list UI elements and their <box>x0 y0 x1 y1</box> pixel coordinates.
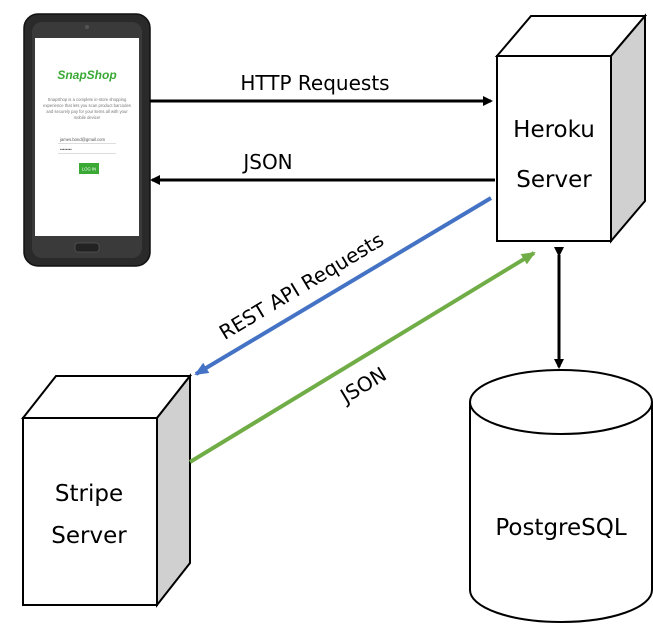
stripe-box-side <box>156 373 191 608</box>
heroku-server-node: Heroku Server <box>494 13 648 244</box>
http-requests-label: HTTP Requests <box>240 71 389 95</box>
postgres-label: PostgreSQL <box>495 515 627 541</box>
phone-device: SnapShop SnapShop is a complete in-store… <box>23 13 151 267</box>
heroku-label-line2: Server <box>516 167 592 193</box>
email-field[interactable] <box>58 135 116 143</box>
stripe-box-front <box>22 417 158 606</box>
rest-api-label: REST API Requests <box>215 227 388 344</box>
login-button[interactable] <box>79 163 99 174</box>
heroku-label-line1: Heroku <box>513 117 595 143</box>
heroku-box-front <box>496 55 612 242</box>
json-to-phone-label: JSON <box>241 150 292 174</box>
phone-home-button <box>74 242 100 253</box>
login-button-label: LOG IN <box>82 167 96 172</box>
postgres-cylinder-top <box>469 369 653 435</box>
app-description-line: mobile device! <box>74 115 101 120</box>
app-description-line: experience that lets you scan product ba… <box>43 103 131 108</box>
password-field-value: •••••••• <box>60 147 72 152</box>
heroku-box-side <box>610 13 646 244</box>
email-field-value: james.bond@gmail.com <box>59 137 105 142</box>
password-field[interactable] <box>58 145 116 153</box>
app-description-line: SnapShop is a complete in-store shopping <box>48 97 127 102</box>
stripe-label-line2: Server <box>51 523 127 549</box>
rest-api-arrow <box>194 196 493 376</box>
stripe-label-line1: Stripe <box>55 481 123 507</box>
app-description-line: and securely pay for your items all with… <box>46 109 128 114</box>
app-description: SnapShop is a complete in-store shopping… <box>43 97 131 120</box>
app-logo: SnapShop <box>57 68 116 82</box>
phone-camera-icon <box>85 25 89 29</box>
postgresql-node: PostgreSQL <box>469 369 653 623</box>
postgres-cylinder-body <box>469 402 653 623</box>
stripe-server-node: Stripe Server <box>20 373 193 608</box>
json-from-stripe-arrow <box>188 251 536 464</box>
